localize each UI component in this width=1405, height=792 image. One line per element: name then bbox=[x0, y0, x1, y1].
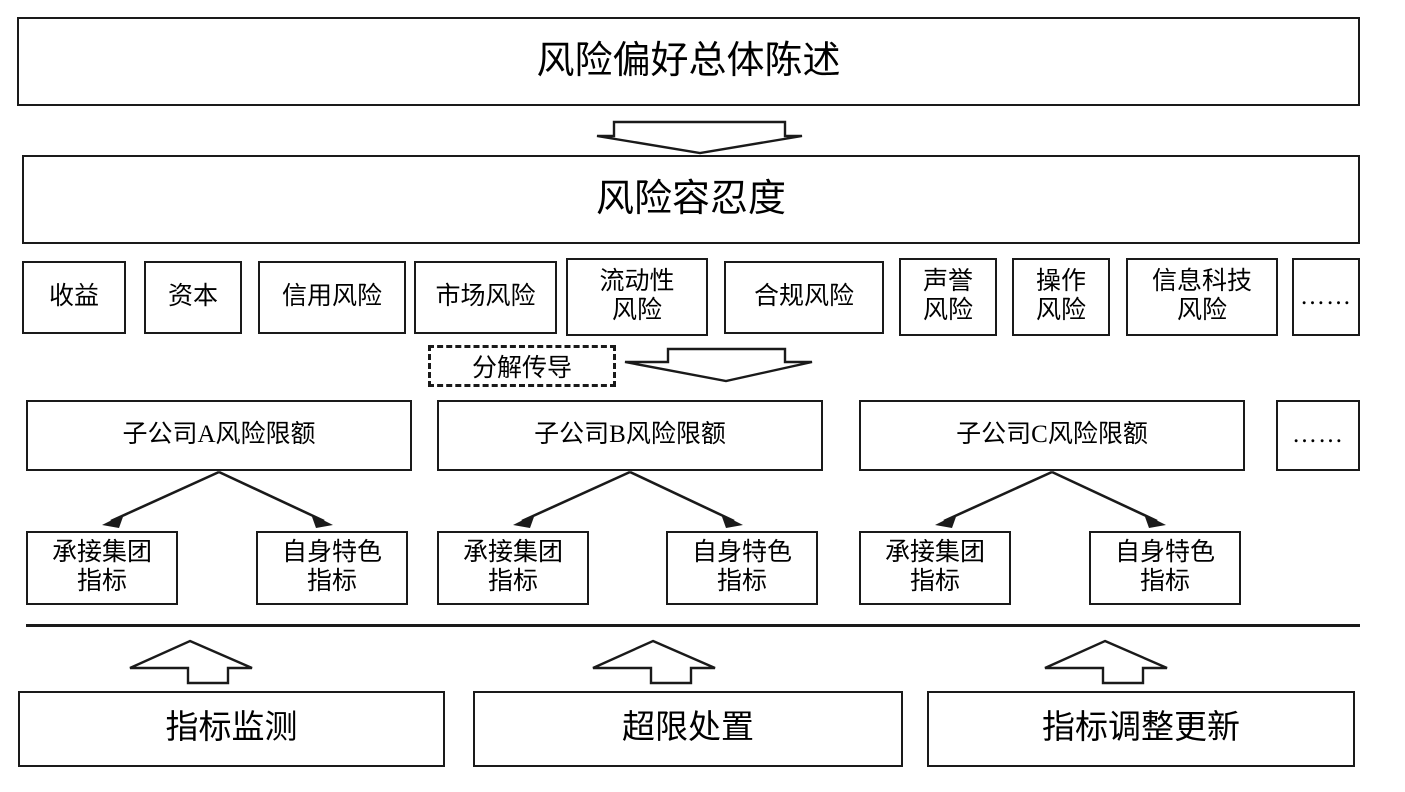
risk-category-box-6: 声誉 风险 bbox=[899, 258, 997, 336]
down-arrow-appetite-to-tolerance bbox=[596, 120, 803, 155]
indicator-box-b-own: 自身特色 指标 bbox=[666, 531, 818, 605]
band-risk-appetite-statement: 风险偏好总体陈述 bbox=[17, 17, 1360, 106]
risk-category-box-4: 流动性 风险 bbox=[566, 258, 708, 336]
risk-category-box-0: 收益 bbox=[22, 261, 126, 334]
indicator-box-a-group: 承接集团 指标 bbox=[26, 531, 178, 605]
risk-category-box-7: 操作 风险 bbox=[1012, 258, 1110, 336]
risk-category-box-2: 信用风险 bbox=[258, 261, 406, 334]
indicator-box-b-group: 承接集团 指标 bbox=[437, 531, 589, 605]
risk-category-box-1: 资本 bbox=[144, 261, 242, 334]
branch-arrows-subsidiary-b bbox=[513, 470, 743, 528]
up-arrow-breach-handling bbox=[592, 639, 716, 685]
process-box-breach-handling: 超限处置 bbox=[473, 691, 903, 767]
up-arrow-monitoring bbox=[129, 639, 253, 685]
process-box-monitoring: 指标监测 bbox=[18, 691, 445, 767]
branch-arrows-subsidiary-c bbox=[935, 470, 1166, 528]
down-arrow-tolerance-to-subsidiary bbox=[624, 347, 813, 383]
process-box-adjustment: 指标调整更新 bbox=[927, 691, 1355, 767]
subsidiary-box-a: 子公司A风险限额 bbox=[26, 400, 412, 471]
risk-category-box-8: 信息科技 风险 bbox=[1126, 258, 1278, 336]
section-separator bbox=[26, 624, 1360, 627]
subsidiary-box-more: …… bbox=[1276, 400, 1360, 471]
band-risk-tolerance: 风险容忍度 bbox=[22, 155, 1360, 244]
risk-category-box-3: 市场风险 bbox=[414, 261, 557, 334]
up-arrow-adjustment bbox=[1044, 639, 1168, 685]
risk-category-box-5: 合规风险 bbox=[724, 261, 884, 334]
indicator-box-c-group: 承接集团 指标 bbox=[859, 531, 1011, 605]
subsidiary-box-b: 子公司B风险限额 bbox=[437, 400, 823, 471]
indicator-box-a-own: 自身特色 指标 bbox=[256, 531, 408, 605]
subsidiary-box-c: 子公司C风险限额 bbox=[859, 400, 1245, 471]
transmission-tag: 分解传导 bbox=[428, 345, 616, 387]
indicator-box-c-own: 自身特色 指标 bbox=[1089, 531, 1241, 605]
branch-arrows-subsidiary-a bbox=[102, 470, 333, 528]
risk-category-box-more: …… bbox=[1292, 258, 1360, 336]
